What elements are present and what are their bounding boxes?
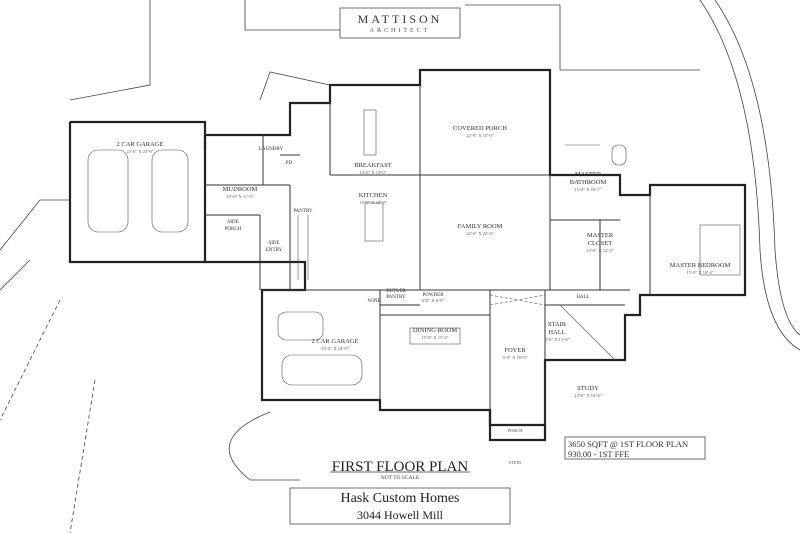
breakfast-dims: 14'-0" X 13'-0": [359, 170, 386, 175]
family-room-dims: 22'-0" X 22'-0": [466, 231, 493, 236]
mudroom-dims: 10'-0" X 11'-0": [226, 194, 253, 199]
master-bedroom-dims: 15'-0" X 18'-4": [686, 270, 713, 275]
entry-steps-label: STEPS: [508, 460, 522, 465]
garage-left-label: 2 CAR GARAGE: [117, 141, 164, 148]
plan-info: 3650 SQFT @ 1ST FLOOR PLAN 930.00 - 1ST …: [568, 439, 703, 459]
master-closet-label-1: MASTER: [587, 232, 614, 239]
dining-room-dims: 15'-0" X 15'-0": [421, 335, 448, 340]
foyer-dims: 9'-0" X 16'-0": [502, 355, 527, 360]
frames: [289, 7, 706, 525]
ffe-text: 930.00 - 1ST FFE: [568, 449, 630, 459]
kitchen-label: KITCHEN: [359, 192, 388, 199]
company-name: Hask Custom Homes: [340, 491, 460, 506]
garage-front-dims: 23'-0" X 24'-0": [321, 346, 348, 351]
furniture: [87, 109, 741, 386]
powder-dims: 6'-0" X 6'-0": [422, 298, 445, 303]
master-bedroom-label: MASTER BEDROOM: [670, 262, 731, 269]
butler-pantry-label-1: BUTLER: [386, 289, 406, 294]
porch-label: PORCH: [507, 428, 523, 433]
foyer-label: FOYER: [504, 347, 526, 354]
side-entry-label-1: SIDE: [268, 241, 279, 246]
pantry-label: PANTRY: [293, 209, 313, 214]
laundry-label: LAUNDRY: [259, 147, 284, 152]
architect-logo-subtitle: ARCHITECT: [369, 28, 431, 34]
mudroom-label: MUDROOM: [223, 186, 258, 193]
scale-note: NOT TO SCALE: [380, 475, 420, 481]
exterior-walls: [68, 68, 747, 442]
study-label: STUDY: [577, 385, 599, 392]
kitchen-dims: 15'-0" X 18'-0": [359, 200, 386, 205]
butler-pantry-label-2: PANTRY: [386, 295, 406, 300]
stair-hall-label-2: HALL: [548, 329, 565, 336]
garage-front-label: 2 CAR GARAGE: [312, 338, 359, 345]
plan-title: FIRST FLOOR PLAN: [331, 459, 469, 475]
side-porch-label-1: SIDE: [227, 220, 238, 225]
powder-label: POWDER: [422, 293, 444, 298]
hall-label: HALL: [576, 295, 589, 300]
master-bathroom-label-2: BATHROOM: [570, 179, 607, 186]
dining-room-label: DINING ROOM: [413, 327, 457, 334]
architect-logo-name: MATTISON: [357, 12, 443, 26]
side-entry-label-2: ENTRY: [266, 248, 283, 253]
room-labels: 2 CAR GARAGE 23'-0" X 23'-0" LAUNDRY PD …: [117, 125, 731, 465]
covered-porch-label: COVERED PORCH: [453, 125, 507, 132]
pd-label: PD: [286, 161, 293, 166]
stair-hall-label-1: STAIR: [548, 321, 567, 328]
company-address: 3044 Howell Mill: [357, 508, 443, 522]
side-porch-label-2: PORCH: [225, 227, 242, 232]
family-room-label: FAMILY ROOM: [458, 223, 503, 230]
master-bathroom-label-1: MASTER: [575, 171, 602, 178]
covered-porch-dims: 22'-0" X 15'-0": [466, 133, 493, 138]
master-closet-label-2: CLOSET: [588, 240, 613, 247]
sqft-text: 3650 SQFT @ 1ST FLOOR PLAN: [568, 439, 689, 449]
study-dims: 13'-0" X 13'-0": [574, 393, 601, 398]
garage-left-dims: 23'-0" X 23'-0": [126, 149, 153, 154]
breakfast-label: BREAKFAST: [354, 162, 391, 169]
stair-hall-dims: 8'-6" X 13'-0": [544, 337, 569, 342]
wine-label: WINE: [367, 299, 380, 304]
interior-walls: [205, 85, 651, 425]
master-closet-dims: 13'-0" X 12'-5": [586, 248, 613, 253]
master-bathroom-dims: 15'-2" X 16'-7": [574, 187, 601, 192]
